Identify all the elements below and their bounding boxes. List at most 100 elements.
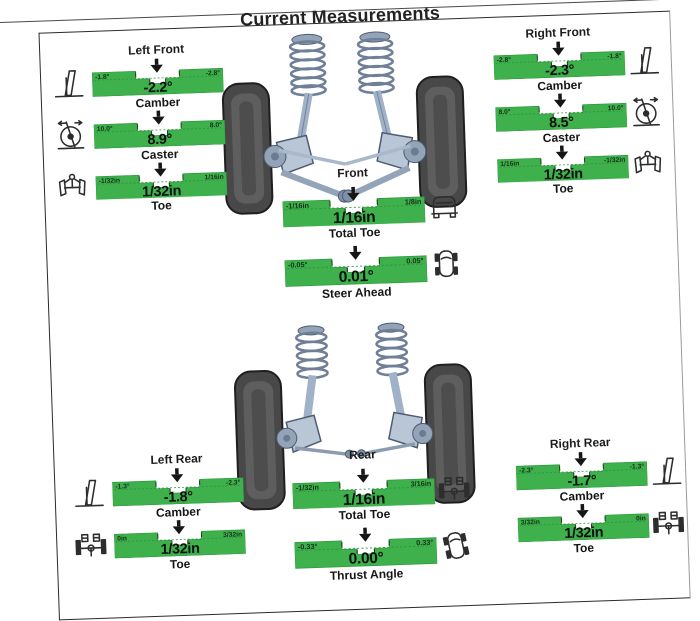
down-arrow-icon <box>170 468 184 483</box>
gauge-bar: 8.0°10.0°8.5° <box>494 102 627 132</box>
range-min-label: -1/16in <box>286 201 309 211</box>
range-min-label: 3/32in <box>520 519 539 527</box>
gauge-name-label: Toe <box>151 198 173 214</box>
gauge-value: 8.5° <box>548 114 574 131</box>
gauge-value: 8.9° <box>147 131 173 148</box>
range-max-label: 10.0° <box>607 104 623 113</box>
gauge-name-label: Toe <box>169 556 191 572</box>
range-max-label: -1.3° <box>629 462 644 471</box>
caster-wheel-icon <box>628 93 662 130</box>
gauge-bar-row: -0.05° 0.05° 0.01° <box>284 250 459 287</box>
gauge-bar: -1.8° -2.8° -2.2° <box>91 67 224 97</box>
gauge-bar: 0in 3/32in 1/32in <box>113 529 246 558</box>
gauge-name-label: Camber <box>559 488 605 504</box>
gauge-value: -2.2° <box>143 79 173 96</box>
down-arrow-icon <box>356 468 370 483</box>
gauge-name-label: Total Toe <box>328 225 381 241</box>
gauge-value: 1/32in <box>564 524 604 541</box>
gauge-value: 1/32in <box>141 183 181 200</box>
gauge-value: 0.00° <box>348 550 384 568</box>
down-arrow-icon <box>553 93 567 108</box>
gauge-value: -2.3° <box>544 62 574 79</box>
range-min-label: -0.05° <box>288 260 308 270</box>
range-max-label: 3/16in <box>410 479 431 489</box>
caster-wheel-icon <box>53 116 87 153</box>
gauge-steer-ahead: -0.05° 0.05° 0.01°Steer Ahead <box>284 244 459 302</box>
down-arrow-icon <box>150 58 163 73</box>
gauge-bar-row: 0in 3/32in 1/32in <box>74 524 246 558</box>
range-min-label: 0in <box>117 535 127 542</box>
gauge-bar: -0.05° 0.05° 0.01° <box>284 255 428 287</box>
gauge-name-label: Camber <box>155 504 201 520</box>
gauge-value: 1/16in <box>333 209 376 227</box>
gauge-bar-row: -1/32in 1/16in 1/32in <box>58 166 227 201</box>
gauge-bar: -0.33° 0.33° 0.00° <box>294 537 438 569</box>
axle-front-icon <box>630 144 664 181</box>
gauge-bar-row: 8.0°10.0°8.5° <box>494 96 660 132</box>
down-arrow-icon <box>347 186 360 201</box>
range-max-label: 1/16in <box>204 173 223 181</box>
range-min-label: 1/16in <box>500 160 519 168</box>
gauge-bar: -1/32in 1/16in 1/32in <box>94 171 227 201</box>
camber-wheel-icon <box>649 451 683 488</box>
gauge-bar: -1/32in 3/16in 1/16in <box>292 478 436 510</box>
axle-rear-icon <box>651 503 685 540</box>
gauge-thrust-angle: -0.33° 0.33° 0.00°Thrust Angle <box>294 525 470 583</box>
gauge-name-label: Total Toe <box>338 507 391 523</box>
gauge-bar-row: -0.33° 0.33° 0.00° <box>294 531 470 569</box>
camber-wheel-icon <box>51 64 85 101</box>
gauge-bar-row: -2.3°-1.3°-1.7° <box>515 456 681 491</box>
car-top-icon <box>429 246 463 283</box>
down-arrow-icon <box>574 451 587 467</box>
gauge-name-label: Caster <box>542 129 581 145</box>
car-front-icon <box>427 187 461 224</box>
gauge-caster: 10.0°8.0°8.9°Caster <box>57 108 226 163</box>
gauge-bar: -2.3°-1.3°-1.7° <box>515 461 648 491</box>
range-min-label: -1/32in <box>296 483 319 493</box>
gauge-value: 1/16in <box>343 490 386 508</box>
gauge-camber: -2.3°-1.3°-1.7°Camber <box>515 450 681 505</box>
gauge-bar-row: -2.8°-1.8°-2.3° <box>492 45 659 80</box>
range-min-label: -1/32in <box>98 177 120 185</box>
gauge-bar: -1.3°-2.3°-1.8° <box>111 477 244 507</box>
gauge-name-label: Caster <box>140 146 179 162</box>
range-max-label: 3/32in <box>222 531 241 539</box>
gauge-value: 1/32in <box>543 166 583 183</box>
gauge-camber: -2.8°-1.8°-2.3°Camber <box>492 39 659 94</box>
gauge-value: 0.01° <box>338 268 374 286</box>
range-min-label: -1.8° <box>94 73 109 82</box>
axle-rear-icon <box>437 469 471 506</box>
column-title: Left Front <box>127 41 185 58</box>
range-max-label: -1/32in <box>603 156 625 164</box>
range-min-label: -1.3° <box>115 482 130 491</box>
gauge-name-label: Steer Ahead <box>321 284 392 301</box>
range-max-label: 8.0° <box>209 121 222 129</box>
column-title: Left Rear <box>150 451 203 468</box>
gauge-value: 1/32in <box>160 541 200 558</box>
range-max-label: 0.05° <box>406 256 424 266</box>
down-arrow-icon <box>152 110 165 125</box>
gauge-name-label: Camber <box>537 77 583 94</box>
column-title: Front <box>337 165 369 181</box>
down-arrow-icon <box>359 527 372 543</box>
range-max-label: 0.33° <box>416 538 434 548</box>
camber-wheel-icon <box>627 41 661 78</box>
column-title: Right Front <box>525 24 591 41</box>
gauge-camber: -1.3°-2.3°-1.8°Camber <box>74 466 244 521</box>
range-min-label: -0.33° <box>298 542 318 552</box>
gauge-bar: 1/16in -1/32in 1/32in <box>496 154 629 184</box>
gauge-name-label: Thrust Angle <box>329 565 404 583</box>
range-max-label: -2.8° <box>205 69 220 78</box>
